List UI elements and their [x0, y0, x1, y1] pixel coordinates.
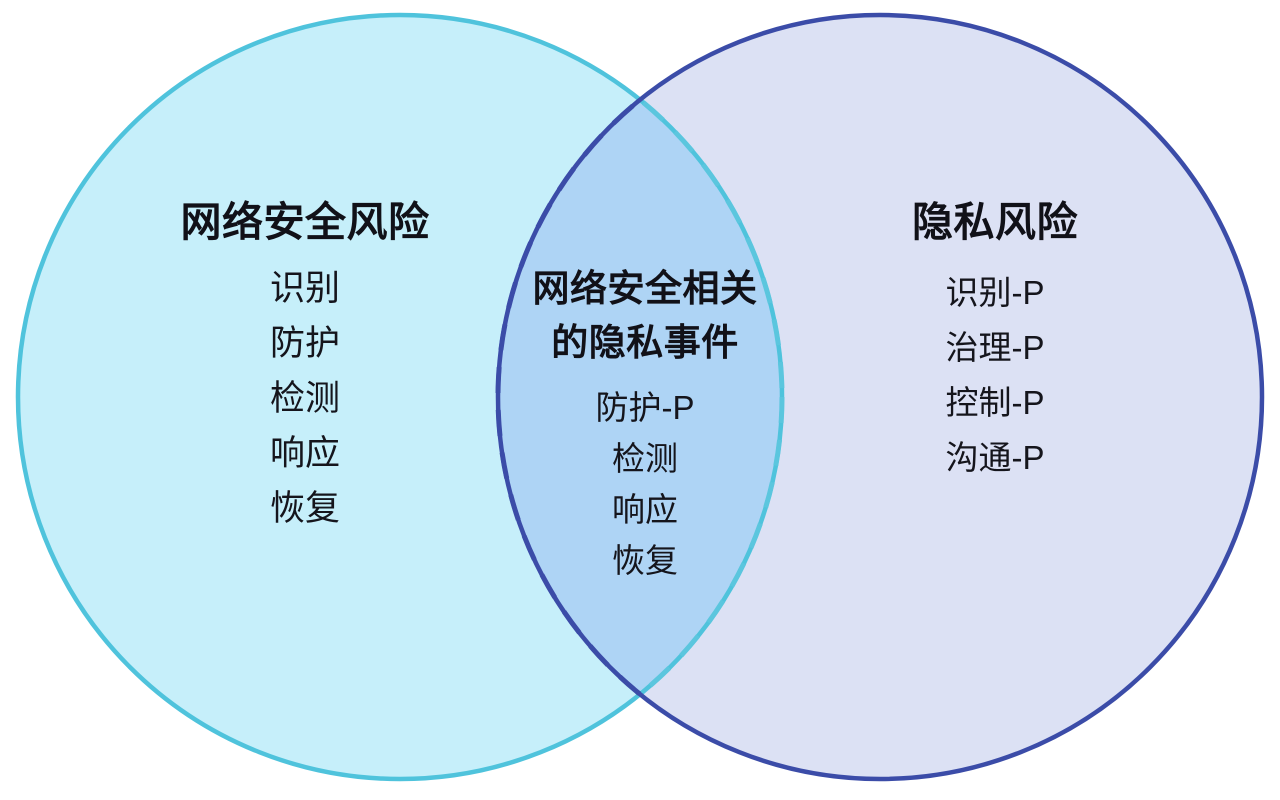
left-circle-outline-dashed-in-overlap — [498, 15, 785, 779]
overlap-region-fill — [498, 15, 782, 779]
right-circle-outline — [495, 12, 1265, 782]
